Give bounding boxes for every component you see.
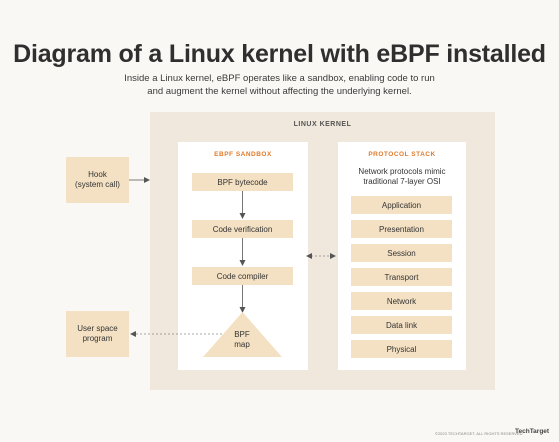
code-verification-box: Code verification	[192, 220, 293, 238]
protocol-stack-description: Network protocols mimic traditional 7-la…	[338, 167, 466, 187]
bpf-bytecode-box: BPF bytecode	[192, 173, 293, 191]
user-space-sublabel: program	[82, 334, 113, 343]
layer-presentation: Presentation	[351, 220, 452, 238]
user-space-program-box: User space program	[66, 311, 129, 357]
layer-physical: Physical	[351, 340, 452, 358]
page-title: Diagram of a Linux kernel with eBPF inst…	[13, 40, 546, 68]
bpf-map-label: BPF map	[217, 330, 267, 350]
subtitle-line-1: Inside a Linux kernel, eBPF operates lik…	[124, 73, 435, 84]
hook-label: Hook	[88, 170, 107, 179]
protocol-desc-line-1: Network protocols mimic	[358, 167, 446, 176]
bpf-map-triangle	[203, 312, 282, 357]
layer-session: Session	[351, 244, 452, 262]
protocol-desc-line-2: traditional 7-layer OSI	[363, 177, 441, 186]
ebpf-sandbox-label: EBPF SANDBOX	[214, 151, 272, 158]
hook-sublabel: (system call)	[75, 180, 120, 189]
page-subtitle: Inside a Linux kernel, eBPF operates lik…	[0, 72, 559, 98]
linux-kernel-label: LINUX KERNEL	[293, 121, 352, 128]
code-compiler-box: Code compiler	[192, 267, 293, 285]
subtitle-line-2: and augment the kernel without affecting…	[147, 86, 412, 97]
user-space-label: User space	[77, 324, 118, 333]
bpf-map-line-1: BPF	[234, 330, 250, 339]
copyright-footer: ©2023 TECHTARGET. ALL RIGHTS RESERVED	[435, 431, 523, 436]
layer-transport: Transport	[351, 268, 452, 286]
layer-application: Application	[351, 196, 452, 214]
hook-box: Hook (system call)	[66, 157, 129, 203]
brand-logo: TechTarget	[515, 428, 550, 435]
layer-data-link: Data link	[351, 316, 452, 334]
protocol-stack-label: PROTOCOL STACK	[368, 151, 436, 158]
layer-network: Network	[351, 292, 452, 310]
bpf-map-line-2: map	[234, 340, 250, 349]
